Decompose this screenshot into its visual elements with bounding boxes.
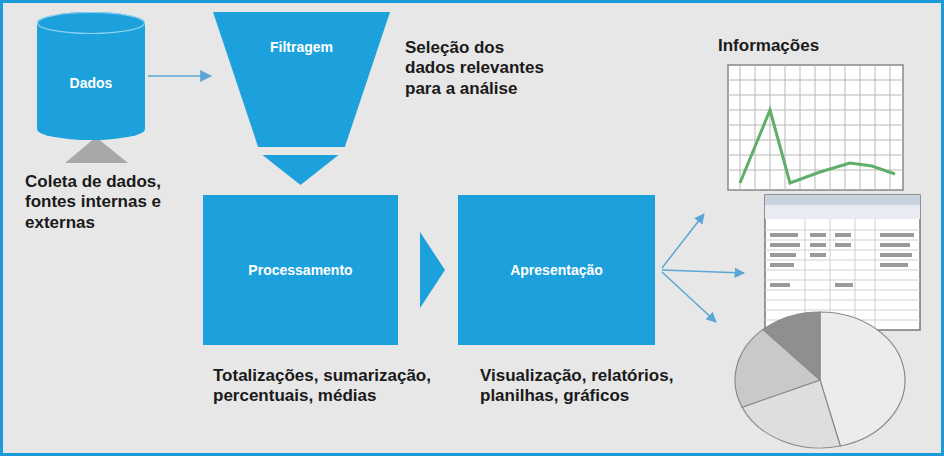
- output-arrow: [662, 272, 716, 322]
- process-note: Totalizações, sumarização, percentuais, …: [213, 366, 445, 407]
- process-note-wrap: Totalizações, sumarização, percentuais, …: [213, 366, 445, 407]
- spreadsheet-picture: [765, 195, 920, 330]
- output-arrow: [662, 214, 704, 268]
- funnel-shape: [213, 12, 390, 147]
- source-note: Coleta de dados, fontes internas e exter…: [25, 172, 167, 233]
- presentation-box: Apresentação: [458, 195, 655, 345]
- sheet-titlebar: [765, 195, 920, 205]
- flow-wedge: [420, 232, 445, 308]
- chart-line: [740, 110, 895, 183]
- flow-wedge: [263, 155, 339, 185]
- chart-grid: [728, 65, 903, 190]
- output-heading-wrap: Informações: [718, 36, 878, 56]
- node-label: Apresentação: [510, 262, 603, 279]
- cylinder-top: [38, 13, 145, 34]
- sheet-toolbar: [765, 205, 920, 219]
- presentation-note-wrap: Visualização, relatórios, planilhas, grá…: [480, 366, 678, 407]
- node-label: Dados: [70, 75, 113, 92]
- output-heading: Informações: [718, 36, 878, 56]
- output-arrows: [662, 214, 744, 322]
- pie-slice: [763, 312, 820, 380]
- pie-chart-picture: [735, 312, 905, 448]
- process-box: Processamento: [203, 195, 398, 345]
- sheet-grid: [765, 219, 920, 330]
- filter-funnel: Filtragem: [213, 12, 390, 147]
- cylinder-body: [37, 12, 145, 140]
- source-triangle: [65, 137, 128, 163]
- presentation-note: Visualização, relatórios, planilhas, grá…: [480, 366, 678, 407]
- filter-funnel-outline: [213, 12, 390, 147]
- flow-arrow: [148, 75, 211, 77]
- source-note-wrap: Coleta de dados, fontes internas e exter…: [25, 172, 167, 233]
- data-store-cylinder: Dados: [37, 12, 145, 140]
- chart-frame: [728, 65, 903, 190]
- node-label: Processamento: [248, 262, 352, 279]
- filter-note-wrap: Seleção dos dados relevantes para a anál…: [405, 38, 553, 99]
- sheet-frame: [765, 195, 920, 330]
- node-label: Filtragem: [270, 39, 333, 56]
- filter-note: Seleção dos dados relevantes para a anál…: [405, 38, 553, 99]
- sheet-cells: [770, 233, 914, 287]
- output-arrow: [662, 270, 744, 273]
- line-chart-picture: [728, 65, 903, 190]
